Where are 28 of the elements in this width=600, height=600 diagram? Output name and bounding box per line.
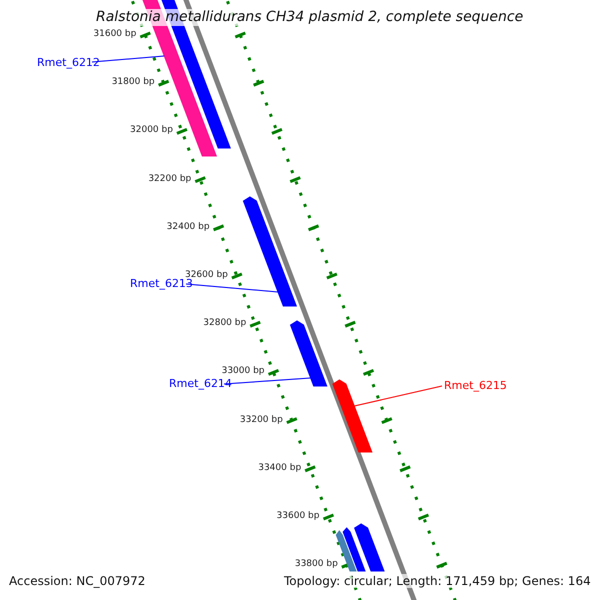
footer-text: Topology: circular; Length: 171,459 bp; Genes: 164 bbox=[284, 574, 591, 588]
leader-line bbox=[224, 378, 312, 384]
gene-bar bbox=[336, 530, 357, 572]
gene-bar bbox=[290, 320, 328, 386]
gene-label: Rmet_6215 bbox=[444, 379, 507, 392]
tick-label: 32400 bp bbox=[166, 222, 210, 233]
tick-label: 32800 bp bbox=[203, 318, 246, 329]
leader-line bbox=[354, 386, 442, 406]
tick-label: 33200 bp bbox=[240, 414, 283, 426]
leader-line bbox=[186, 284, 278, 292]
tick-label: 32200 bp bbox=[148, 174, 192, 184]
tick-label: 33800 bp bbox=[294, 559, 338, 570]
tick-label: 32600 bp bbox=[184, 270, 228, 280]
tick-label: 32000 bp bbox=[130, 125, 173, 136]
gene-label: Rmet_6212 bbox=[37, 56, 100, 70]
gene-bar bbox=[354, 523, 385, 572]
tick-label: 31800 bp bbox=[112, 77, 155, 88]
gene-label: Rmet_6214 bbox=[169, 377, 232, 390]
gene-bar bbox=[242, 196, 298, 306]
gene-label: Rmet_6213 bbox=[130, 277, 193, 290]
gene-bar bbox=[332, 379, 373, 452]
footer-text: Accession: NC_007972 bbox=[9, 574, 146, 588]
tick-label: 33000 bp bbox=[222, 366, 265, 378]
gene-bar bbox=[342, 527, 366, 572]
tick-label: 33400 bp bbox=[258, 462, 302, 474]
tick-label: 31600 bp bbox=[93, 29, 136, 40]
leader-line bbox=[92, 56, 165, 62]
tick-label: 33600 bp bbox=[276, 511, 320, 522]
